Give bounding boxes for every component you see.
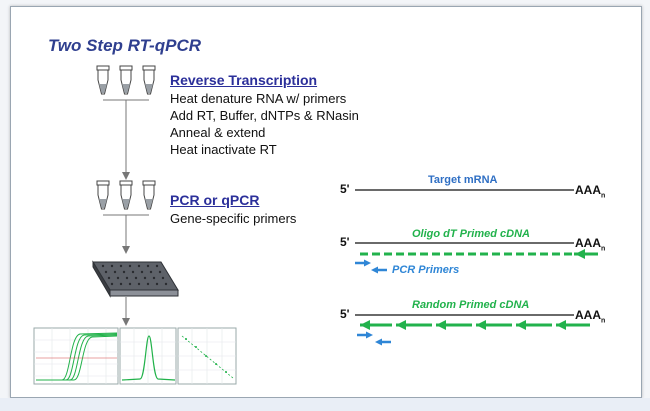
oligo-dt-label: Oligo dT Primed cDNA (412, 228, 530, 240)
oligo-dt-diagram (355, 242, 598, 274)
target-mrna-label: Target mRNA (428, 174, 498, 186)
amplification-plot-icon (33, 327, 119, 385)
five-prime-label: 5' (340, 235, 350, 249)
rt-step: Heat inactivate RT (170, 142, 277, 157)
random-primer-forward (357, 331, 373, 339)
random-primed-diagram (355, 314, 590, 346)
rt-tubes-icon (96, 65, 156, 106)
pcr-primer-forward (355, 259, 371, 267)
pcr-primer-reverse (371, 266, 387, 274)
rt-heading: Reverse Transcription (170, 72, 318, 88)
random-primer-reverse (375, 338, 391, 346)
poly-a-tail: AAAn (575, 183, 606, 200)
random-primed-label: Random Primed cDNA (412, 299, 530, 311)
pcr-primers-label: PCR Primers (392, 264, 460, 276)
pcr-heading: PCR or qPCR (170, 192, 260, 208)
bottom-band (0, 398, 650, 411)
pcr-step: Gene-specific primers (170, 211, 297, 226)
poly-a-tail: AAAn (575, 308, 606, 325)
melt-curve-icon (119, 327, 177, 385)
standard-curve-icon (177, 327, 237, 385)
five-prime-label: 5' (340, 307, 350, 321)
rt-step: Anneal & extend (170, 125, 266, 140)
rt-step: Heat denature RNA w/ primers (170, 91, 347, 106)
pcr-tubes-icon (96, 180, 156, 221)
five-prime-label: 5' (340, 182, 350, 196)
rt-step: Add RT, Buffer, dNTPs & RNasin (170, 108, 359, 123)
poly-a-tail: AAAn (575, 236, 606, 253)
page-title: Two Step RT-qPCR (48, 36, 201, 55)
96-well-plate-icon (92, 260, 179, 298)
